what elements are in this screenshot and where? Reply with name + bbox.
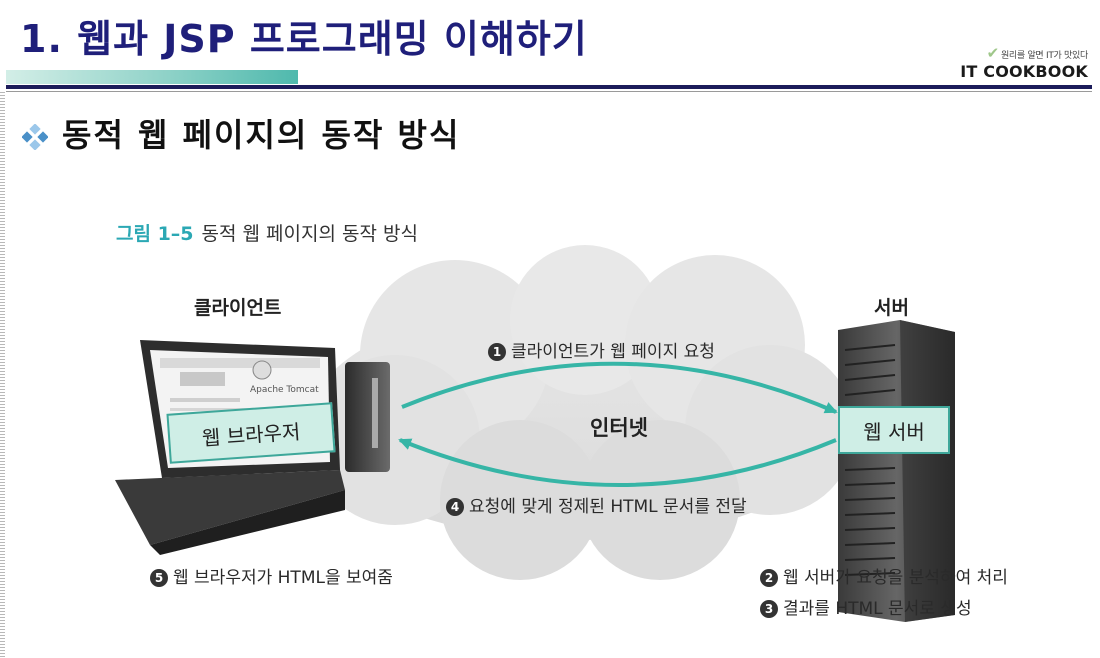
step-text: 요청에 맞게 정제된 HTML 문서를 전달 (469, 497, 747, 517)
figure-caption: 그림 1–5 동적 웹 페이지의 동작 방식 (116, 219, 418, 246)
title-underline-thin (6, 91, 1092, 92)
figure-caption-text: 동적 웹 페이지의 동작 방식 (201, 223, 418, 245)
response-arrow (398, 438, 837, 487)
left-dotted-border (0, 92, 5, 658)
diamond-bullet-icon (22, 124, 48, 150)
internet-cloud (310, 245, 855, 580)
screen-text: Apache Tomcat (250, 385, 319, 395)
step-number-badge: 4 (446, 498, 464, 516)
step-4: 4 요청에 맞게 정제된 HTML 문서를 전달 (446, 492, 747, 517)
step-2: 2 웹 서버가 요청을 분석하여 처리 (760, 563, 1008, 588)
client-label: 클라이언트 (194, 297, 282, 319)
request-arrow (401, 361, 838, 414)
figure-number: 그림 1–5 (116, 223, 194, 245)
check-icon: ✔ (986, 44, 1000, 62)
step-5: 5 웹 브라우저가 HTML을 보여줌 (150, 563, 393, 588)
step-text: 클라이언트가 웹 페이지 요청 (511, 342, 715, 362)
title-accent-bar (6, 70, 298, 84)
server-label: 서버 (874, 297, 909, 319)
brand-tagline: 원리를 알면 IT가 맛있다 (1000, 51, 1088, 61)
brand-logo: ✔원리를 알면 IT가 맛있다 IT COOKBOOK (960, 44, 1088, 81)
step-number-badge: 3 (760, 600, 778, 618)
step-number-badge: 2 (760, 569, 778, 587)
server-tower (838, 320, 955, 622)
slide-title: 1. 웹과 JSP 프로그래밍 이해하기 (20, 17, 588, 61)
brand-name: IT COOKBOOK (960, 62, 1088, 81)
step-text: 웹 브라우저가 HTML을 보여줌 (173, 568, 393, 588)
step-number-badge: 5 (150, 569, 168, 587)
internet-label: 인터넷 (590, 416, 648, 440)
section-heading: 동적 웹 페이지의 동작 방식 (62, 116, 461, 154)
step-3: 3 결과를 HTML 문서로 생성 (760, 594, 972, 619)
step-text: 결과를 HTML 문서로 생성 (783, 599, 972, 619)
step-1: 1 클라이언트가 웹 페이지 요청 (488, 337, 715, 362)
title-underline (6, 85, 1092, 89)
web-server-box: 웹 서버 (838, 406, 950, 454)
step-number-badge: 1 (488, 343, 506, 361)
step-text: 웹 서버가 요청을 분석하여 처리 (783, 568, 1008, 588)
